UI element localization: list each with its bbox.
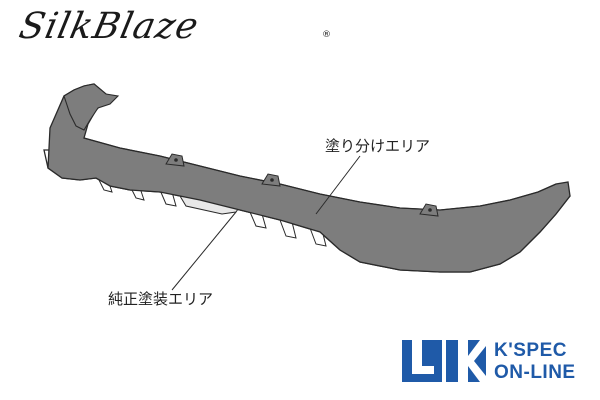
paint-split-area-label: 塗り分けエリア (325, 137, 431, 155)
mounting-hole (270, 178, 274, 182)
leader-line-top (315, 155, 361, 215)
mounting-hole (428, 208, 432, 212)
diffuser-painted-surface (47, 83, 571, 273)
diffuser-top-edge (83, 137, 557, 211)
kspec-logo-line1: K'SPEC (494, 340, 567, 361)
mounting-hole (174, 158, 178, 162)
oem-paint-area-label: 純正塗装エリア (108, 290, 214, 308)
leader-line-bottom (171, 211, 237, 291)
kspec-logo-mark (402, 340, 486, 382)
diffuser-left-endcap (63, 83, 120, 131)
registered-mark: ® (322, 30, 331, 40)
kspec-logo-line2: ON-LINE (494, 362, 576, 383)
